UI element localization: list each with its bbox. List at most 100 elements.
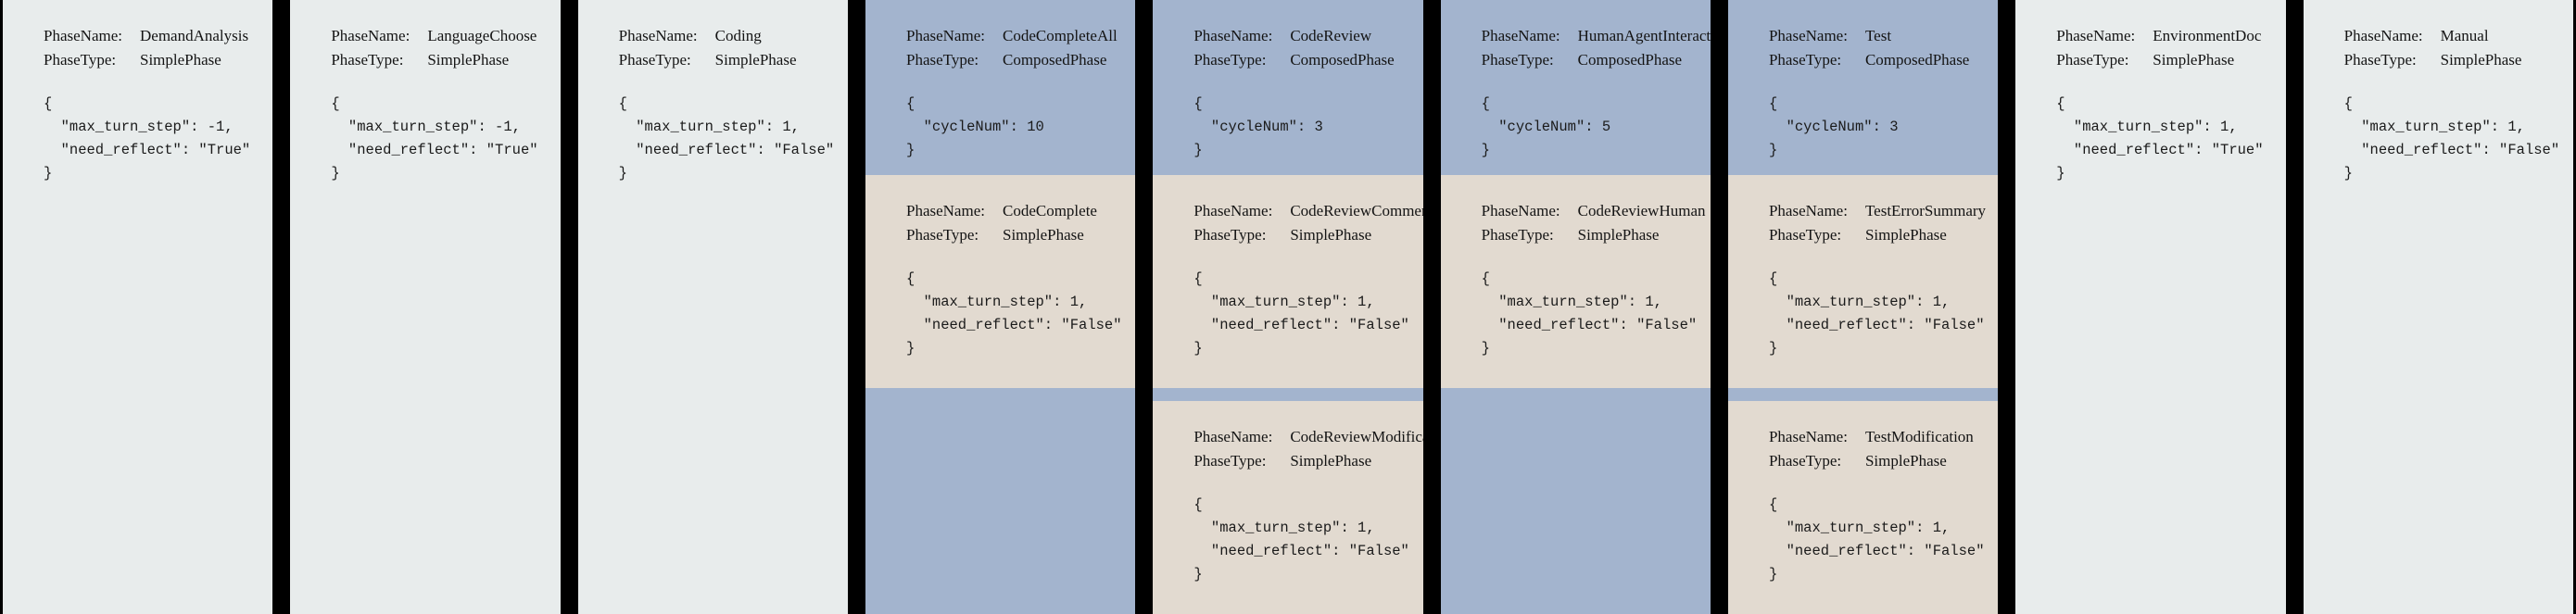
phase-name-value: TestErrorSummary — [1864, 202, 1987, 220]
phase-name-value: Coding — [714, 27, 762, 44]
phase-type-row: PhaseType:SimplePhase — [1482, 223, 1711, 247]
phase-type-label: PhaseType: — [1768, 452, 1842, 470]
phase-name-value: Manual — [2440, 27, 2489, 44]
phase-type-row: PhaseType: SimplePhase — [619, 48, 848, 72]
phase-name-label: PhaseName: — [905, 27, 985, 44]
phase-type-row: PhaseType: SimplePhase — [331, 48, 560, 72]
phase-type-label: PhaseType: — [331, 51, 404, 69]
phase-type-label: PhaseType: — [1481, 51, 1554, 69]
phase-config-json: { "max_turn_step": 1, "need_reflect": "F… — [1193, 269, 1409, 357]
phase-type-row: PhaseType: SimplePhase — [2056, 48, 2285, 72]
phase-config-json: { "max_turn_step": -1, "need_reflect": "… — [44, 94, 251, 182]
phase-config-json: { "max_turn_step": 1, "need_reflect": "F… — [1193, 495, 1409, 583]
phase-name-label: PhaseName: — [44, 27, 122, 44]
phase-type-label: PhaseType: — [1193, 226, 1267, 244]
phase-type-label: PhaseType: — [1193, 452, 1267, 470]
phase-name-row: PhaseName: CodeCompleteAll — [906, 24, 1135, 48]
phase-name-row: PhaseName:Coding — [619, 24, 848, 48]
phase-type-label: PhaseType: — [618, 51, 691, 69]
sub-phase-wrapper: PhaseName:CodeReviewModificationPhaseTyp… — [1153, 401, 1423, 614]
phase-type-label: PhaseType: — [1768, 226, 1842, 244]
phase-type-value: SimplePhase — [2153, 51, 2235, 69]
phase-card: PhaseName:HumanAgentInteractionPhaseType… — [1441, 0, 1711, 162]
phase-type-value: SimplePhase — [1864, 226, 1947, 244]
phase-type-value: SimplePhase — [1864, 452, 1947, 470]
phase-type-label: PhaseType: — [1193, 51, 1267, 69]
phase-type-row: PhaseType: SimplePhase — [1769, 449, 1998, 473]
phase-config-json: { "max_turn_step": 1, "need_reflect": "T… — [2056, 94, 2264, 182]
phase-name-row: PhaseName:CodeReviewHuman — [1482, 199, 1711, 223]
phase-name-label: PhaseName: — [1193, 202, 1273, 220]
column-tail-fill — [2015, 185, 2285, 614]
phase-type-label: PhaseType: — [1768, 51, 1842, 69]
column-tail-fill — [865, 388, 1136, 614]
column-tail-fill — [290, 185, 560, 614]
phase-name-value: CodeCompleteAll — [1002, 27, 1118, 44]
phase-name-row: PhaseName:DemandAnalysis — [44, 24, 272, 48]
phase-name-value: TestModification — [1864, 428, 1974, 446]
sub-phase-card: PhaseName:CodeReviewModificationPhaseTyp… — [1153, 401, 1423, 614]
phase-type-row: PhaseType:SimplePhase — [44, 48, 272, 72]
phase-type-row: PhaseType: ComposedPhase — [1482, 48, 1711, 72]
phase-config-json: { "cycleNum": 10 } — [905, 94, 1044, 158]
phase-name-value: CodeComplete — [1002, 202, 1097, 220]
phase-name-row: PhaseName: Manual — [2344, 24, 2573, 48]
phase-name-row: PhaseName: EnvironmentDoc — [2056, 24, 2285, 48]
phase-type-value: ComposedPhase — [1577, 51, 1683, 69]
phase-type-row: PhaseType:ComposedPhase — [906, 48, 1135, 72]
phase-type-value: SimplePhase — [1290, 452, 1372, 470]
phase-type-value: SimplePhase — [2440, 51, 2522, 69]
phase-type-label: PhaseType: — [905, 51, 979, 69]
phase-config-json: { "max_turn_step": -1, "need_reflect": "… — [331, 94, 538, 182]
phase-name-row: PhaseName: CodeReviewComment — [1193, 199, 1422, 223]
phase-type-row: PhaseType:SimplePhase — [1193, 223, 1422, 247]
phase-name-label: PhaseName: — [1768, 202, 1848, 220]
phase-name-row: PhaseName:HumanAgentInteraction — [1482, 24, 1711, 48]
column-tail-fill — [578, 185, 848, 614]
phase-type-label: PhaseType: — [2343, 51, 2417, 69]
phase-name-label: PhaseName: — [1193, 428, 1273, 446]
phase-type-value: SimplePhase — [427, 51, 510, 69]
phase-type-value: ComposedPhase — [1290, 51, 1395, 69]
phase-type-value: SimplePhase — [1577, 226, 1660, 244]
phase-name-label: PhaseName: — [1768, 428, 1848, 446]
column-tail-fill — [1440, 388, 1711, 614]
phase-name-value: LanguageChoose — [427, 27, 537, 44]
phase-type-row: PhaseType:SimplePhase — [906, 223, 1135, 247]
phase-name-label: PhaseName: — [2056, 27, 2136, 44]
phase-name-label: PhaseName: — [1193, 27, 1273, 44]
phase-type-row: PhaseType:ComposedPhase — [1769, 48, 1998, 72]
phase-name-label: PhaseName: — [2343, 27, 2423, 44]
phase-type-value: SimplePhase — [140, 51, 221, 69]
phase-name-row: PhaseName: TestModification — [1769, 425, 1998, 449]
phase-name-value: HumanAgentInteraction — [1577, 27, 1711, 44]
phase-name-value: CodeReviewComment — [1290, 202, 1423, 220]
phase-config-json: { "max_turn_step": 1, "need_reflect": "F… — [1768, 495, 1985, 583]
phase-name-row: PhaseName: TestErrorSummary — [1769, 199, 1998, 223]
phase-column-humanagentinteraction: PhaseName:HumanAgentInteractionPhaseType… — [1440, 0, 1711, 614]
phase-type-label: PhaseType: — [905, 226, 979, 244]
phase-type-value: SimplePhase — [714, 51, 797, 69]
phase-type-label: PhaseType: — [2056, 51, 2129, 69]
phase-name-row: PhaseName:LanguageChoose — [331, 24, 560, 48]
phase-config-json: { "cycleNum": 5 } — [1481, 94, 1611, 158]
phase-name-value: EnvironmentDoc — [2153, 27, 2262, 44]
phase-name-row: PhaseName:CodeReview — [1193, 24, 1422, 48]
